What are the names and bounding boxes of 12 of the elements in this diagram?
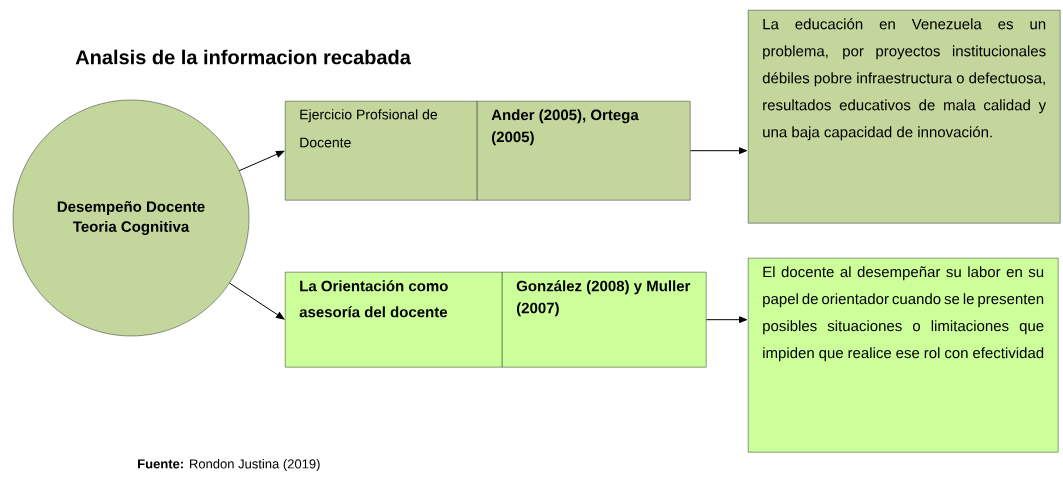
arrow [229,282,285,320]
title: Analsis de la informacion recabada [75,49,411,65]
arrow [705,316,748,324]
text-box: La educación en Venezuela es un problema, por proyectos institucionales débiles pobre infraestructura o defectuosa, resultados educativos de mala calidad y una baja capacidad de innovación. [748,10,1061,224]
caption: Fuente: Rondon Justina (2019) [138,458,320,472]
arrow [689,147,748,155]
table-cell: Ander (2005), Ortega (2005) [477,101,691,201]
text-box: El docente al desempeñar su labor en su papel de orientador cuando se le presenten posibles situaciones o limitaciones que impiden que realice ese rol con efectividad [748,258,1059,453]
arrow [238,150,285,172]
table-cell: La Orientación como asesoría del docente [285,272,503,368]
table-cell: Ejercicio Profsional de Docente [285,101,478,201]
table-cell: González (2008) y Muller (2007) [502,272,707,368]
